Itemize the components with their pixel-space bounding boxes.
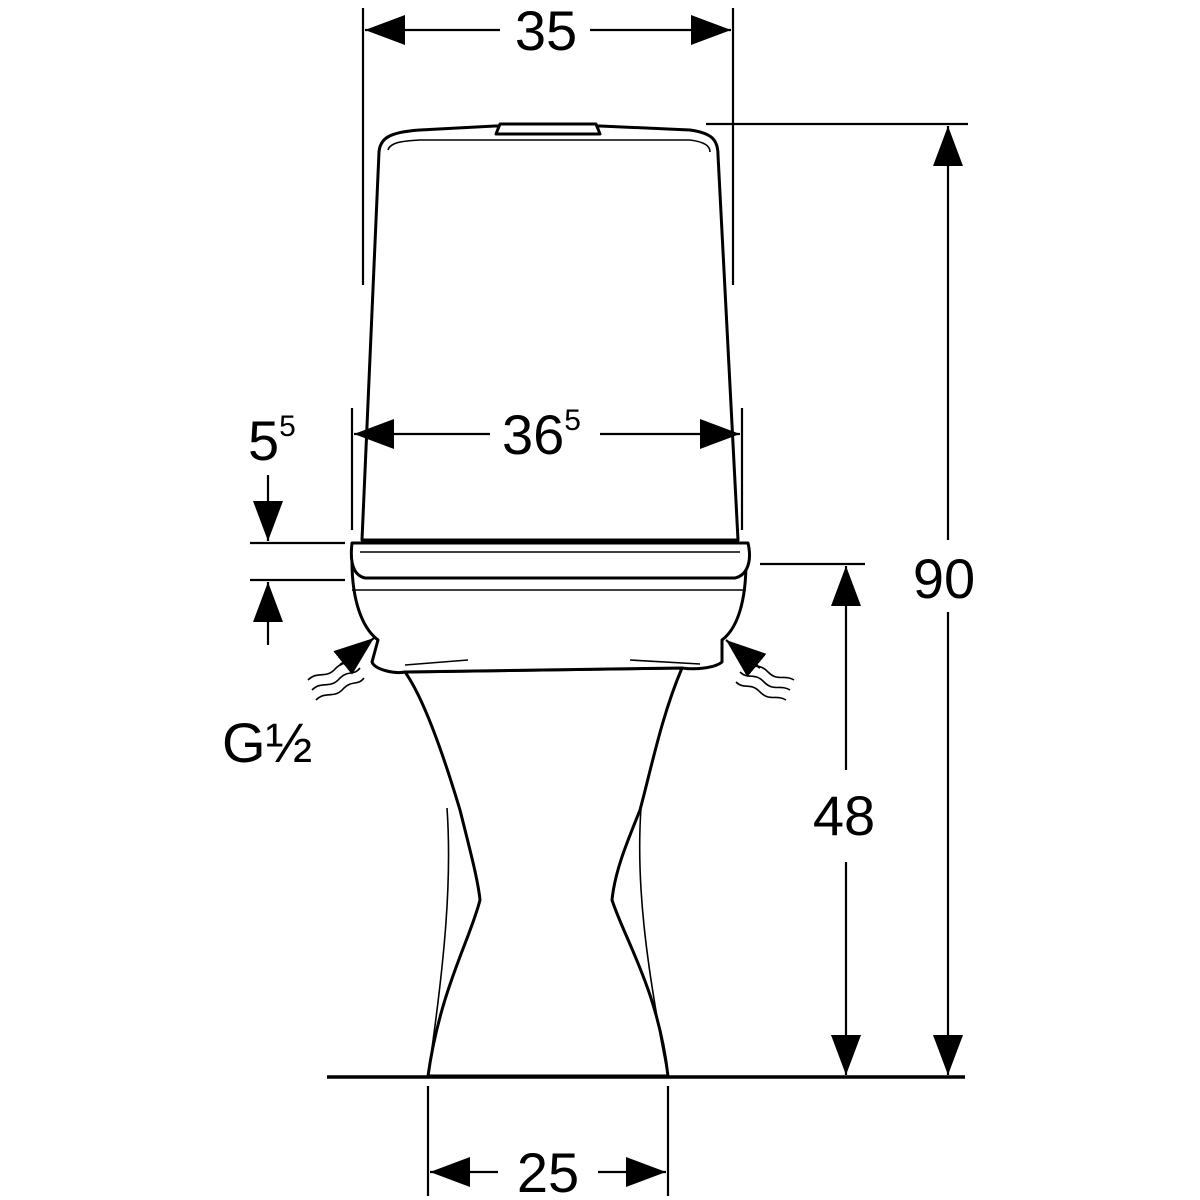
toilet-outline — [349, 122, 751, 1078]
flush-button — [494, 122, 602, 136]
seat-width-main: 36 — [502, 403, 564, 466]
seat-height-label: 48 — [813, 784, 875, 847]
tank-lid-line — [387, 139, 711, 153]
seat-width-label: 365 — [502, 403, 581, 466]
water-connection-left — [307, 637, 375, 701]
water-connection-right — [725, 639, 795, 701]
pedestal-inner-right — [638, 807, 669, 1077]
base-width-label: 25 — [517, 1141, 579, 1200]
bowl-detail-right — [629, 659, 701, 665]
seat-width-sup: 5 — [564, 404, 581, 437]
dimension-total-height: 90 — [706, 122, 975, 1075]
dimension-seat-thickness: 55 — [248, 409, 345, 645]
water-connection-main: G — [222, 711, 266, 774]
seat-thickness-main: 5 — [248, 409, 279, 472]
water-connection-fraction: ½ — [266, 711, 313, 774]
dimension-seat-height: 48 — [760, 562, 875, 1075]
tank — [360, 124, 740, 542]
pedestal-inner-left — [427, 807, 450, 1077]
seat-thickness-label: 55 — [248, 409, 296, 472]
dimension-seat-width: 365 — [350, 403, 744, 530]
bowl-detail-left — [404, 659, 469, 666]
dimension-tank-width: 35 — [361, 0, 735, 285]
seat-thickness-sup: 5 — [279, 410, 296, 443]
water-connection-label: G½ — [222, 711, 312, 774]
total-height-label: 90 — [913, 547, 975, 610]
seat — [349, 541, 751, 580]
dimension-base-width: 25 — [426, 1086, 670, 1200]
tank-width-label: 35 — [515, 0, 577, 62]
